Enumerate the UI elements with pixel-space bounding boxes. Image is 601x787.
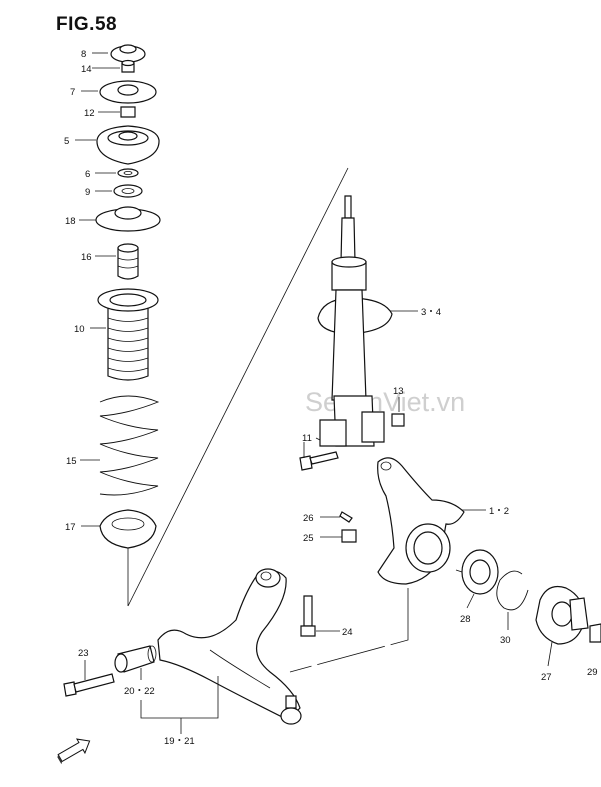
part-13-nut (391, 413, 405, 427)
part-14-nut (121, 59, 135, 73)
part-25-nut (341, 529, 357, 543)
part-16-bump-stop (117, 243, 139, 280)
label-16: 16 (81, 252, 92, 263)
assembly-line-upper (127, 167, 349, 607)
part-23-bolt (63, 673, 115, 697)
part-24-bolt (300, 595, 316, 637)
part-6-washer (117, 168, 139, 178)
part-17-lower-seat (99, 509, 157, 549)
label-18: 18 (65, 216, 76, 227)
label-24: 24 (342, 627, 353, 638)
part-15-coil-spring (99, 395, 160, 496)
label-14: 14 (81, 64, 92, 75)
part-7-plate (99, 80, 157, 104)
label-1-2: 1・2 (489, 506, 509, 517)
part-29-hub-nut (589, 623, 601, 643)
part-8-cap (110, 44, 146, 63)
part-18-seat (95, 206, 161, 232)
label-17: 17 (65, 522, 76, 533)
part-28-bearing (455, 549, 499, 595)
label-15: 15 (66, 456, 77, 467)
part-3-4-strut (317, 195, 393, 447)
part-11-bolt (299, 451, 339, 471)
part-10-dust-boot (97, 288, 159, 381)
part-9-bearing (113, 184, 143, 198)
assembly-line-knuckle (289, 588, 409, 673)
part-30-snap-ring (496, 570, 529, 611)
label-13: 13 (393, 386, 404, 397)
label-10: 10 (74, 324, 85, 335)
label-6: 6 (85, 169, 90, 180)
label-28: 28 (460, 614, 471, 625)
label-29: 29 (587, 667, 598, 678)
label-5: 5 (64, 136, 69, 147)
ball-joint (280, 695, 302, 725)
label-11: 11 (302, 433, 312, 444)
label-25: 25 (303, 533, 314, 544)
label-7: 7 (70, 87, 75, 98)
label-8: 8 (81, 49, 86, 60)
part-12-nut (120, 106, 136, 118)
part-26-clip (339, 511, 353, 523)
label-9: 9 (85, 187, 90, 198)
label-3-4: 3・4 (421, 307, 441, 318)
part-20-22-bushing (114, 645, 157, 673)
part-1-2-knuckle (377, 457, 465, 585)
label-19-21: 19・21 (164, 736, 195, 747)
label-12: 12 (84, 108, 95, 119)
fwd-arrow-icon (57, 738, 91, 765)
label-30: 30 (500, 635, 511, 646)
label-23: 23 (78, 648, 89, 659)
figure-title: FIG.58 (56, 14, 118, 35)
part-19-21-control-arm (157, 568, 301, 721)
leader-lines (75, 52, 553, 734)
part-27-hub (535, 585, 589, 645)
part-5-mount (96, 125, 160, 165)
watermark-text: SedanViet.vn (305, 387, 465, 417)
label-27: 27 (541, 672, 552, 683)
label-20-22: 20・22 (124, 686, 155, 697)
label-26: 26 (303, 513, 314, 524)
